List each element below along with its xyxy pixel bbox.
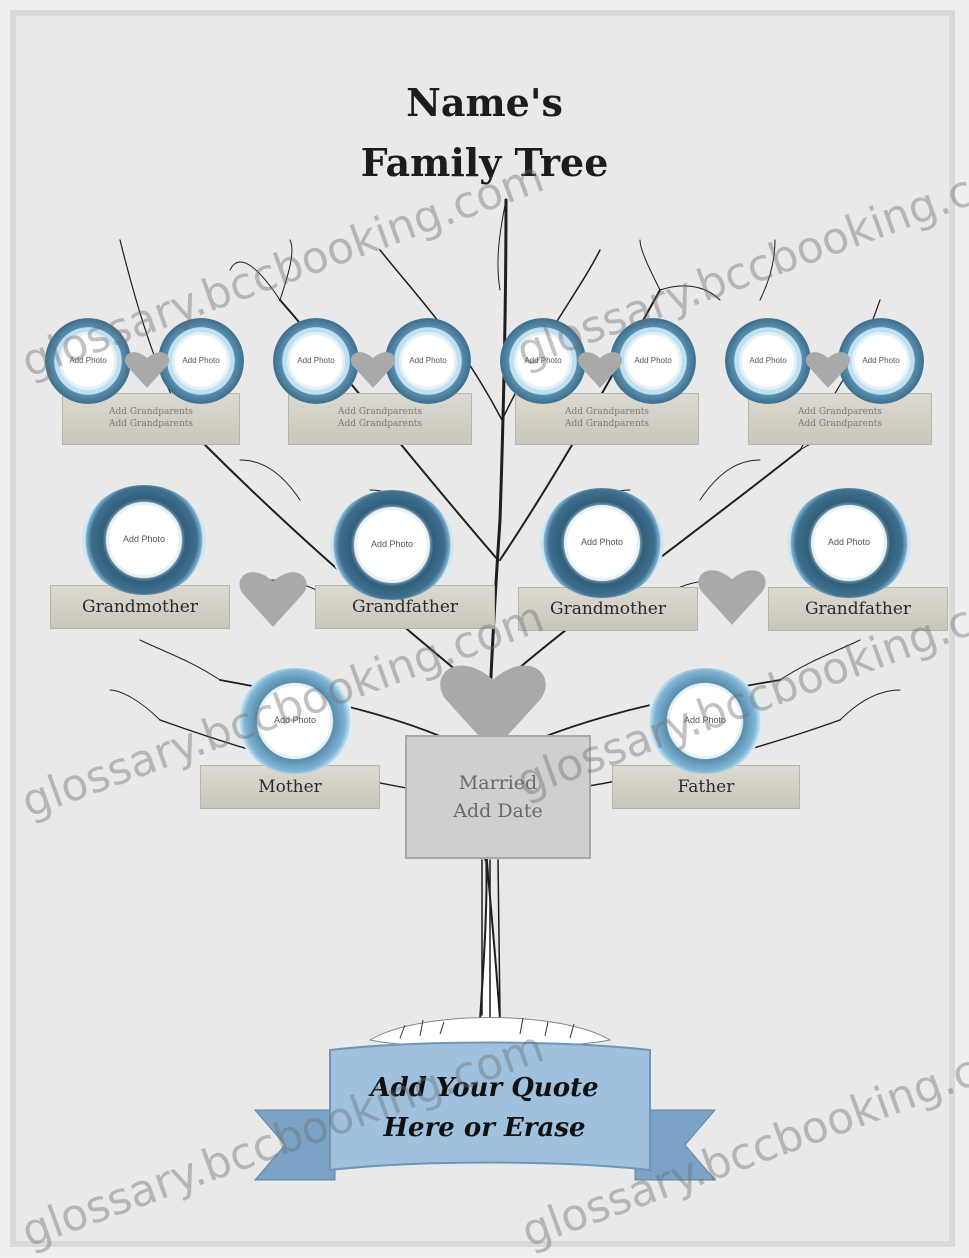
- add-photo-label: Add Photo: [399, 332, 457, 390]
- heart-icon: [805, 352, 851, 388]
- parent-label: Father: [677, 777, 735, 797]
- photo-placeholder[interactable]: Add Photo: [158, 318, 244, 404]
- great-grandparents-caption-band: Add Grandparents Add Grandparents: [62, 393, 240, 445]
- add-photo-label: Add Photo: [257, 683, 333, 759]
- add-photo-label: Add Photo: [811, 505, 887, 581]
- married-date: Add Date: [453, 800, 543, 822]
- add-photo-label: Add Photo: [514, 332, 572, 390]
- photo-placeholder[interactable]: Add Photo: [45, 318, 131, 404]
- caption-line: Add Grandparents: [108, 407, 194, 418]
- name-band: Grandmother: [50, 585, 230, 629]
- photo-placeholder[interactable]: Add Photo: [787, 488, 911, 598]
- caption-line: Add Grandparents: [797, 419, 883, 429]
- photo-placeholder[interactable]: Add Photo: [237, 668, 353, 774]
- photo-placeholder[interactable]: Add Photo: [385, 318, 471, 404]
- photo-placeholder[interactable]: Add Photo: [610, 318, 696, 404]
- add-photo-label: Add Photo: [852, 332, 910, 390]
- add-photo-label: Add Photo: [354, 507, 430, 583]
- grandparent-label: Grandfather: [804, 599, 912, 619]
- grandparent-label: Grandfather: [351, 597, 459, 617]
- heart-icon: [350, 352, 396, 388]
- married-label: Married: [458, 771, 538, 794]
- add-photo-label: Add Photo: [564, 505, 640, 581]
- caption-line: Add Grandparents: [108, 419, 194, 429]
- add-photo-label: Add Photo: [287, 332, 345, 390]
- quote-line-2[interactable]: Here or Erase: [383, 1113, 586, 1143]
- add-photo-label: Add Photo: [106, 502, 182, 578]
- photo-placeholder[interactable]: Add Photo: [838, 318, 924, 404]
- heart-icon: [124, 352, 170, 388]
- parent-label: Mother: [258, 777, 322, 797]
- heart-icon: [239, 572, 307, 627]
- title-line-2: Family Tree: [360, 140, 609, 185]
- add-photo-label: Add Photo: [59, 332, 117, 390]
- photo-placeholder[interactable]: Add Photo: [647, 668, 763, 774]
- caption-line: Add Grandparents: [564, 419, 650, 429]
- married-box[interactable]: Married Add Date: [405, 735, 591, 859]
- caption-line: Add Grandparents: [797, 407, 883, 418]
- grandparent-label: Grandmother: [550, 599, 666, 619]
- heart-icon: [698, 570, 766, 625]
- add-photo-label: Add Photo: [739, 332, 797, 390]
- add-photo-label: Add Photo: [667, 683, 743, 759]
- photo-placeholder[interactable]: Add Photo: [500, 318, 586, 404]
- add-photo-label: Add Photo: [172, 332, 230, 390]
- quote-line-1[interactable]: Add Your Quote: [370, 1073, 599, 1103]
- photo-placeholder[interactable]: Add Photo: [273, 318, 359, 404]
- photo-placeholder[interactable]: Add Photo: [540, 488, 664, 598]
- heart-icon: [440, 665, 546, 752]
- caption-line: Add Grandparents: [337, 419, 423, 429]
- heart-icon: [577, 352, 623, 388]
- caption-line: Add Grandparents: [564, 407, 650, 418]
- photo-placeholder[interactable]: Add Photo: [725, 318, 811, 404]
- photo-placeholder[interactable]: Add Photo: [82, 485, 206, 595]
- photo-placeholder[interactable]: Add Photo: [330, 490, 454, 600]
- name-band: Mother: [200, 765, 380, 809]
- grandparent-label: Grandmother: [82, 597, 198, 617]
- title-line-1: Name's: [406, 80, 563, 125]
- caption-line: Add Grandparents: [337, 407, 423, 418]
- add-photo-label: Add Photo: [624, 332, 682, 390]
